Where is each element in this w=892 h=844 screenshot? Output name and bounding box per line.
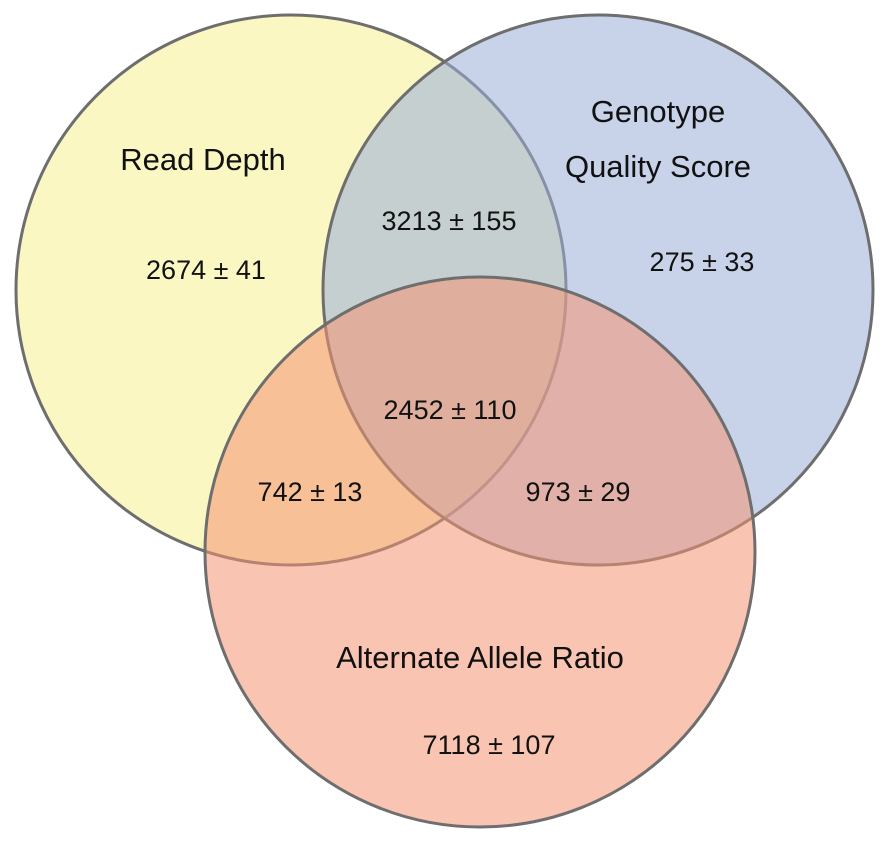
region-genotype-only: 275 ± 33 xyxy=(650,247,755,277)
alternate-allele-ratio-circle xyxy=(203,275,757,829)
alternate-allele-ratio-label: Alternate Allele Ratio xyxy=(336,640,624,675)
genotype-quality-label-line-1: Genotype xyxy=(591,94,725,129)
region-read-depth-only: 2674 ± 41 xyxy=(146,255,266,285)
region-read-depth-genotype: 3213 ± 155 xyxy=(382,206,517,236)
genotype-quality-label-line-2: Quality Score xyxy=(565,149,751,184)
region-read-depth-alt: 742 ± 13 xyxy=(258,477,363,507)
region-genotype-alt: 973 ± 29 xyxy=(526,477,631,507)
read-depth-label: Read Depth xyxy=(120,142,285,177)
region-all-three: 2452 ± 110 xyxy=(384,395,517,425)
region-alternate-allele-only: 7118 ± 107 xyxy=(423,730,556,760)
